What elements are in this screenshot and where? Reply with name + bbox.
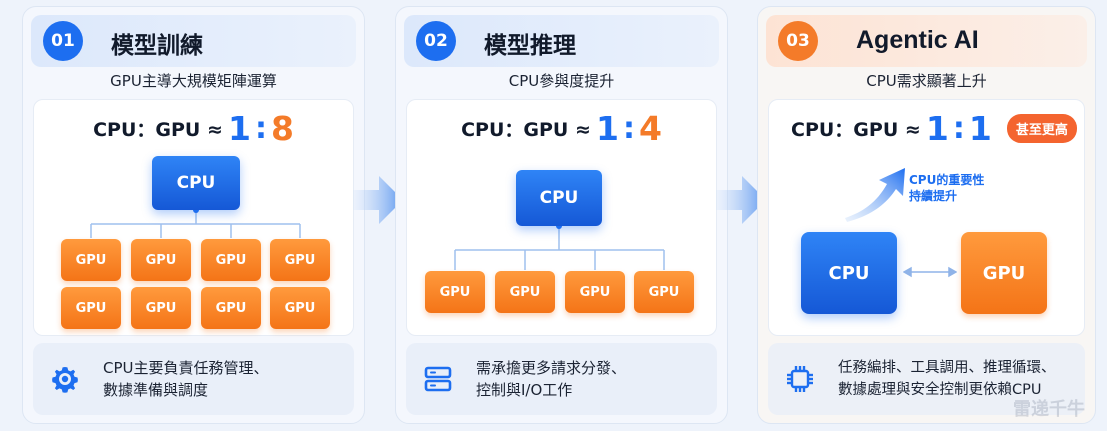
panel-agentic-ai: 03 Agentic AI CPU需求顯著上升 CPU：GPU ≈ 1:1 甚至… <box>757 6 1096 424</box>
footer-line: 控制與I/O工作 <box>476 381 573 399</box>
cpu-chip: CPU <box>152 156 240 210</box>
footer-line: 數據處理與安全控制更依賴CPU <box>838 382 1042 398</box>
ratio-card: CPU：GPU ≈ 1:1 甚至更高 CPU的重要性 持續提升 CPU <box>768 99 1085 336</box>
panel-header: 03 Agentic AI <box>766 15 1087 67</box>
ratio-gpu-value: 4 <box>638 109 662 148</box>
footer-line: 任務編排、工具調用、推理循環、 <box>838 360 1056 376</box>
panel-training: 01 模型訓練 GPU主導大規模矩陣運算 CPU：GPU ≈ 1:8 CPU G… <box>22 6 365 424</box>
chip-icon <box>787 366 813 392</box>
ratio-gpu-value: 1 <box>968 109 992 148</box>
cpu-chip: CPU <box>801 232 897 314</box>
gpu-chip: GPU <box>61 239 121 281</box>
gpu-chip: GPU <box>131 239 191 281</box>
panel-title: 模型訓練 <box>111 33 203 59</box>
gpu-chip: GPU <box>201 287 261 329</box>
ratio-line: CPU：GPU ≈ 1:4 <box>407 109 716 148</box>
gpu-chip: GPU <box>61 287 121 329</box>
panel-header: 02 模型推理 <box>404 15 719 67</box>
panel-subtitle: CPU參與度提升 <box>508 72 615 90</box>
panel-footer: 任務編排、工具調用、推理循環、 數據處理與安全控制更依賴CPU <box>768 343 1085 415</box>
step-number: 02 <box>416 21 456 61</box>
step-number: 01 <box>43 21 83 61</box>
ratio-label: CPU：GPU ≈ <box>93 119 223 141</box>
ratio-colon: : <box>254 111 267 146</box>
trend-up-arrow-icon <box>845 168 905 222</box>
gpu-chip: GPU <box>201 239 261 281</box>
panel-title: Agentic AI <box>856 26 979 54</box>
gpu-chip: GPU <box>961 232 1047 314</box>
gpu-chip: GPU <box>270 287 330 329</box>
double-arrow-icon <box>903 266 957 278</box>
cpu-importance-note: CPU的重要性 持續提升 <box>909 172 984 204</box>
footer-text: CPU主要負責任務管理、 數據準備與調度 <box>103 357 269 401</box>
even-higher-badge: 甚至更高 <box>1006 114 1077 143</box>
watermark: 雷递千牛 <box>1013 399 1085 420</box>
gpu-chip: GPU <box>270 239 330 281</box>
note-line: CPU的重要性 <box>909 173 985 187</box>
ratio-colon: : <box>622 111 635 146</box>
panel-footer: 需承擔更多請求分發、 控制與I/O工作 <box>406 343 717 415</box>
ratio-line: CPU：GPU ≈ 1:1 甚至更高 <box>791 109 1084 148</box>
ratio-gpu-value: 8 <box>270 109 294 148</box>
footer-line: 數據準備與調度 <box>103 381 209 399</box>
panel-title: 模型推理 <box>484 33 576 59</box>
ratio-label: CPU：GPU ≈ <box>791 119 921 141</box>
ratio-cpu-value: 1 <box>925 109 949 148</box>
panel-header: 01 模型訓練 <box>31 15 356 67</box>
gpu-chip: GPU <box>634 271 694 313</box>
arrow-right-icon <box>716 176 766 224</box>
footer-text: 任務編排、工具調用、推理循環、 數據處理與安全控制更依賴CPU <box>838 357 1056 401</box>
ratio-cpu-value: 1 <box>595 109 619 148</box>
cpu-chip: CPU <box>516 170 602 226</box>
ratio-colon: : <box>952 111 965 146</box>
gpu-chip: GPU <box>495 271 555 313</box>
ratio-line: CPU：GPU ≈ 1:8 <box>34 109 353 148</box>
footer-text: 需承擔更多請求分發、 控制與I/O工作 <box>476 357 626 401</box>
ratio-card: CPU：GPU ≈ 1:4 CPU GPU GPU GPU GPU <box>406 99 717 336</box>
panel-footer: CPU主要負責任務管理、 數據準備與調度 <box>33 343 354 415</box>
server-icon <box>424 366 452 392</box>
gpu-chip: GPU <box>131 287 191 329</box>
footer-line: CPU主要負責任務管理、 <box>103 359 269 377</box>
gpu-chip: GPU <box>425 271 485 313</box>
ratio-cpu-value: 1 <box>227 109 251 148</box>
panel-subtitle: CPU需求顯著上升 <box>866 72 987 90</box>
panel-inference: 02 模型推理 CPU參與度提升 CPU：GPU ≈ 1:4 CPU GPU G… <box>395 6 728 424</box>
panel-subtitle: GPU主導大規模矩陣運算 <box>110 72 277 90</box>
note-line: 持續提升 <box>909 189 958 203</box>
footer-line: 需承擔更多請求分發、 <box>476 359 627 377</box>
gpu-chip: GPU <box>565 271 625 313</box>
arrow-right-icon <box>353 176 403 224</box>
gear-icon <box>52 367 78 393</box>
ratio-card: CPU：GPU ≈ 1:8 CPU GPU GPU GPU GPU GPU GP… <box>33 99 354 336</box>
step-number: 03 <box>778 21 818 61</box>
ratio-label: CPU：GPU ≈ <box>461 119 591 141</box>
